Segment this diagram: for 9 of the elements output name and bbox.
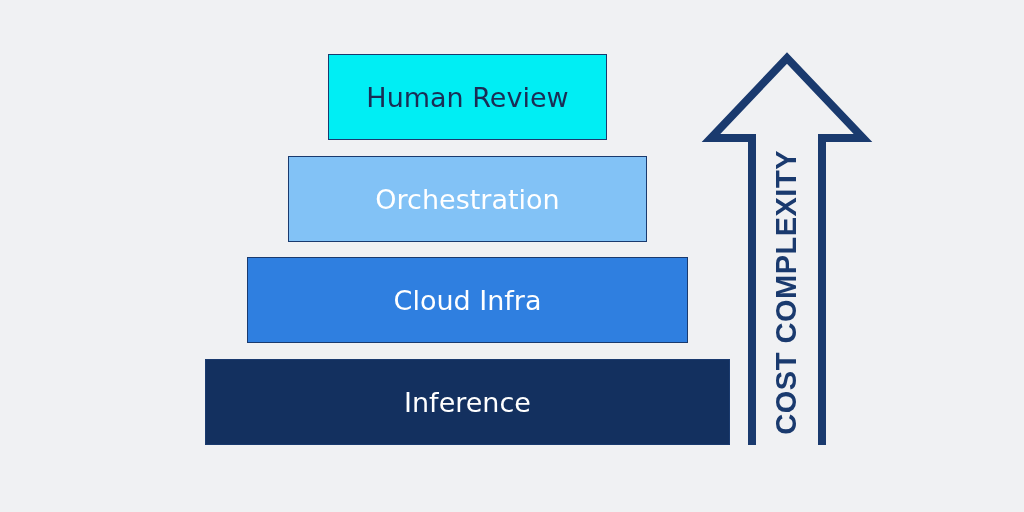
pyramid-tier — [247, 257, 688, 343]
tier-label: Human Review — [366, 81, 569, 113]
tier-label: Inference — [404, 386, 531, 418]
pyramid-tier — [288, 156, 647, 242]
tier-label: Orchestration — [375, 183, 560, 215]
axis-label: COST COMPLEXITY — [772, 150, 801, 435]
pyramid-tier — [328, 54, 607, 140]
pyramid-tier — [205, 359, 730, 445]
tier-label: Cloud Infra — [393, 284, 542, 316]
